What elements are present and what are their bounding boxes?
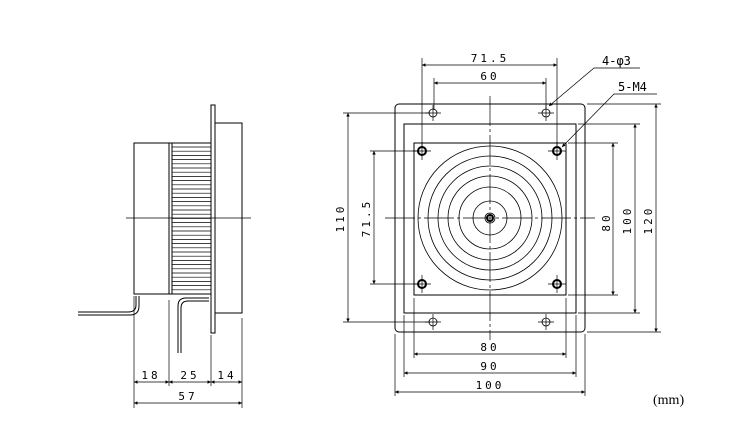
dim-right-mid: 100 (621, 206, 634, 235)
callout-threads: 5-M4 (618, 80, 647, 94)
m4-thread-hole (548, 275, 566, 293)
dim-top-outer: 71.5 (471, 52, 510, 65)
lead-wire-bottom (177, 297, 209, 353)
dim-fins: 25 (180, 369, 199, 382)
dim-back: 18 (141, 369, 160, 382)
mounting-holes (413, 105, 566, 330)
front-dim-lines (346, 63, 658, 394)
dim-bottom-inner: 80 (480, 341, 499, 354)
dim-left-inner: 71.5 (360, 199, 373, 238)
dim-left-outer: 110 (334, 204, 347, 233)
dim-bottom-mid: 90 (480, 360, 499, 373)
unit-label: (mm) (653, 393, 684, 408)
front-extension-lines (343, 58, 661, 396)
dim-top-inner: 60 (480, 70, 499, 83)
side-extension-lines (133, 296, 243, 408)
cooling-fins (171, 142, 212, 295)
side-dim-lines (134, 380, 242, 405)
rear-housing (133, 142, 170, 295)
front-view: 71.5 60 110 71.5 80 100 120 80 90 100 4-… (334, 52, 661, 396)
lead-wire-left (78, 296, 140, 316)
phi3-hole (538, 314, 554, 330)
callout-holes: 4-φ3 (602, 54, 631, 68)
mounting-flange (210, 104, 216, 334)
dim-front: 14 (217, 369, 236, 382)
dim-total: 57 (178, 390, 197, 403)
dim-right-inner: 80 (600, 212, 613, 231)
side-view: 18 25 14 57 (78, 104, 251, 408)
dim-bottom-outer: 100 (476, 379, 505, 392)
dim-right-outer: 120 (642, 206, 655, 235)
